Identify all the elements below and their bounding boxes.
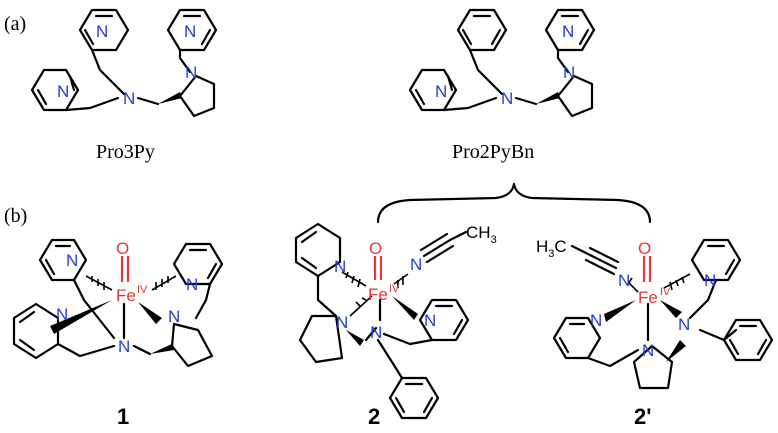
complex-2prime-structure	[552, 238, 774, 390]
atom-o: O	[116, 239, 129, 258]
atom-n: N	[123, 89, 135, 108]
atom-fe: Fe	[116, 286, 136, 305]
atom-n: N	[370, 323, 382, 342]
methyl-group: H3C	[536, 237, 567, 260]
atom-n: N	[678, 315, 690, 334]
atom-n: N	[57, 82, 69, 101]
atom-n: N	[118, 337, 130, 356]
ligand-label-pro2pybn: Pro2PyBn	[452, 141, 534, 163]
complex-label-2: 2	[368, 404, 380, 429]
atom-n: N	[334, 257, 346, 276]
methyl-group: CH3	[466, 223, 497, 246]
ligand-pro3py-structure	[30, 8, 218, 118]
ligand-pro2pybn-structure	[408, 8, 596, 118]
atom-n: N	[642, 341, 654, 360]
atom-fe: Fe	[638, 288, 658, 307]
atom-fe: Fe	[368, 285, 388, 304]
atom-o: O	[638, 239, 651, 258]
panel-label-a: (a)	[4, 13, 26, 35]
atom-n: N	[185, 63, 197, 82]
atom-n: N	[184, 22, 196, 41]
atom-n: N	[590, 311, 602, 330]
atom-n: N	[336, 313, 348, 332]
atom-n: N	[618, 271, 630, 290]
oxidation-state: IV	[389, 283, 400, 295]
atom-n: N	[96, 22, 108, 41]
atom-n: N	[562, 22, 574, 41]
ligand-label-pro3py: Pro3Py	[96, 141, 155, 163]
atom-n: N	[56, 305, 68, 324]
complex-1-structure	[12, 238, 224, 368]
atom-n: N	[435, 82, 447, 101]
complex-label-1: 1	[117, 404, 129, 429]
atom-n: N	[410, 255, 422, 274]
atom-n: N	[186, 275, 198, 294]
grouping-brace	[376, 182, 652, 224]
atom-n: N	[501, 89, 513, 108]
atom-n: N	[563, 63, 575, 82]
atom-n: N	[168, 307, 180, 326]
oxidation-state: IV	[137, 284, 148, 296]
oxidation-state: IV	[660, 286, 671, 298]
atom-n: N	[704, 271, 716, 290]
atom-n: N	[424, 311, 436, 330]
atom-o: O	[369, 239, 382, 258]
complex-label-2-prime: 2'	[634, 404, 651, 429]
atom-n: N	[66, 251, 78, 270]
panel-label-b: (b)	[4, 205, 27, 227]
complex-2-structure	[294, 222, 470, 420]
